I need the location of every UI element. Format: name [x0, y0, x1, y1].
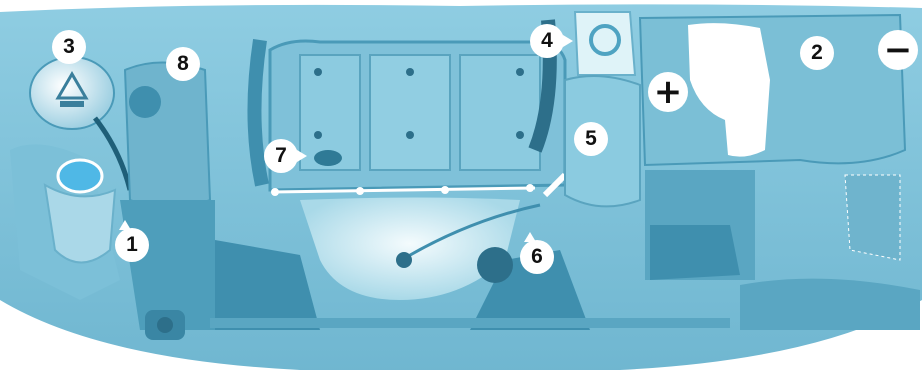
- cover-bolt: [314, 68, 322, 76]
- cover-bolt: [406, 131, 414, 139]
- dipstick-handle: [396, 252, 412, 268]
- battery-mount: [650, 225, 740, 280]
- right-grille: [845, 175, 900, 260]
- plus-icon: +: [654, 75, 683, 109]
- callout-8-power-steering: 8: [166, 47, 200, 81]
- cover-bolt: [406, 68, 414, 76]
- minus-icon: −: [884, 33, 913, 67]
- coolant-cap: [30, 57, 114, 129]
- cover-bolt: [516, 68, 524, 76]
- callout-7-oil-filler: 7: [264, 139, 298, 173]
- left-hose: [254, 40, 262, 185]
- callout-6-dipstick: 6: [520, 240, 554, 274]
- callout-4-brake-fluid: 4: [530, 24, 564, 58]
- callout-label: 8: [177, 52, 189, 76]
- callout-1-washer-fluid: 1: [115, 228, 149, 262]
- callout-label: 6: [531, 245, 543, 269]
- callout-label: 2: [811, 41, 823, 65]
- washer-cap: [58, 160, 102, 192]
- steering-reservoir: [125, 63, 210, 208]
- callout-label: 1: [126, 233, 138, 257]
- cover-bolt: [314, 131, 322, 139]
- battery-negative-terminal: −: [878, 30, 918, 70]
- callout-label: 7: [275, 144, 287, 168]
- cover-bolt: [516, 131, 524, 139]
- steering-cap: [129, 86, 161, 118]
- coolant-cap-mark: [60, 101, 84, 107]
- callout-5-air-filter: 5: [574, 122, 608, 156]
- rail-bolt: [526, 184, 534, 192]
- oil-filler-cap: [314, 150, 342, 166]
- rail-bolt: [441, 186, 449, 194]
- battery-positive-terminal: +: [648, 72, 688, 112]
- lower-pipe-end: [477, 247, 513, 283]
- right-lower-frame: [740, 279, 920, 330]
- brake-reservoir: [575, 12, 635, 75]
- engine-cover-ridge-right: [460, 55, 540, 170]
- callout-label: 4: [541, 29, 553, 53]
- callout-label: 3: [63, 35, 75, 59]
- washer-reservoir: [45, 185, 115, 263]
- rail-bolt: [356, 187, 364, 195]
- callout-2-battery: 2: [800, 36, 834, 70]
- rail-bolt: [271, 188, 279, 196]
- left-bolt: [157, 317, 173, 333]
- bottom-bar: [210, 318, 730, 328]
- callout-label: 5: [585, 127, 597, 151]
- callout-3-coolant: 3: [52, 30, 86, 64]
